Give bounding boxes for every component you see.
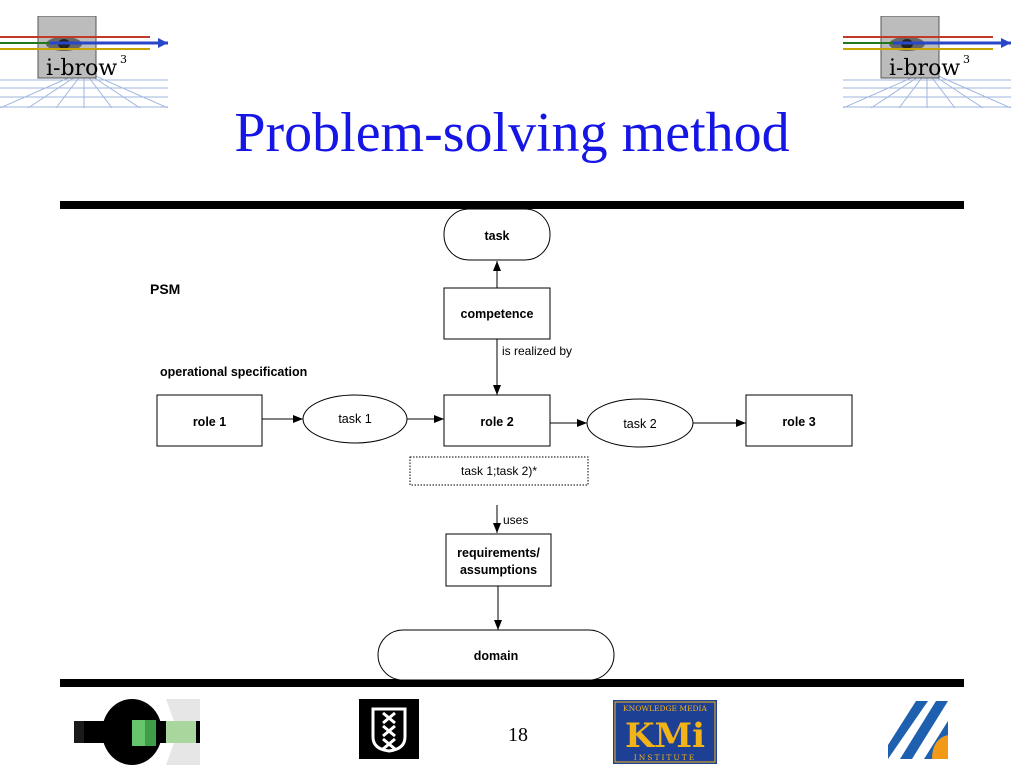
domain-node-label: domain bbox=[474, 649, 518, 663]
kmi-logo: KNOWLEDGE MEDIA KMi INSTITUTE bbox=[613, 700, 717, 764]
operational-specification-label: operational specification bbox=[160, 365, 307, 379]
uses-label: uses bbox=[503, 513, 528, 527]
task-node-label: task bbox=[484, 229, 509, 243]
svg-text:3: 3 bbox=[963, 53, 970, 66]
slide-title: Problem-solving method bbox=[234, 102, 790, 164]
svg-text:INSTITUTE: INSTITUTE bbox=[634, 753, 696, 762]
psm-label: PSM bbox=[150, 281, 180, 297]
task1-node: task 1 bbox=[302, 394, 408, 444]
svg-text:KMi: KMi bbox=[625, 716, 705, 756]
competence-node: competence bbox=[443, 287, 551, 340]
stripes-logo bbox=[888, 701, 948, 759]
page-number: 18 bbox=[508, 724, 528, 746]
top-divider bbox=[60, 201, 964, 209]
role2-node: role 2 bbox=[443, 394, 551, 447]
assumptions-label: assumptions bbox=[460, 563, 537, 577]
role3-node: role 3 bbox=[745, 394, 853, 447]
eye-logo bbox=[74, 699, 200, 765]
role1-node: role 1 bbox=[156, 394, 263, 447]
task-node: task bbox=[443, 208, 551, 261]
university-crest-logo bbox=[359, 699, 419, 759]
requirements-label: requirements/ bbox=[457, 546, 540, 560]
role3-node-label: role 3 bbox=[782, 415, 815, 429]
svg-text:i-brow: i-brow bbox=[46, 56, 117, 81]
control-flow-label: task 1;task 2)* bbox=[461, 464, 537, 478]
domain-node: domain bbox=[377, 629, 615, 681]
requirements-assumptions-node: requirements/ assumptions bbox=[445, 533, 552, 587]
svg-text:i-brow: i-brow bbox=[889, 56, 960, 81]
ibrow-logo-left: i-brow 3 bbox=[0, 16, 168, 108]
task2-node-label: task 2 bbox=[623, 417, 656, 431]
svg-text:3: 3 bbox=[120, 53, 127, 66]
competence-node-label: competence bbox=[461, 307, 534, 321]
role2-node-label: role 2 bbox=[480, 415, 513, 429]
ibrow-logo-right: i-brow 3 bbox=[843, 16, 1011, 108]
bottom-divider bbox=[60, 679, 964, 687]
is-realized-by-label: is realized by bbox=[502, 344, 572, 358]
control-flow-box: task 1;task 2)* bbox=[409, 456, 589, 486]
role1-node-label: role 1 bbox=[193, 415, 226, 429]
task2-node: task 2 bbox=[586, 398, 694, 448]
svg-text:KNOWLEDGE MEDIA: KNOWLEDGE MEDIA bbox=[623, 704, 707, 713]
task1-node-label: task 1 bbox=[338, 412, 371, 426]
